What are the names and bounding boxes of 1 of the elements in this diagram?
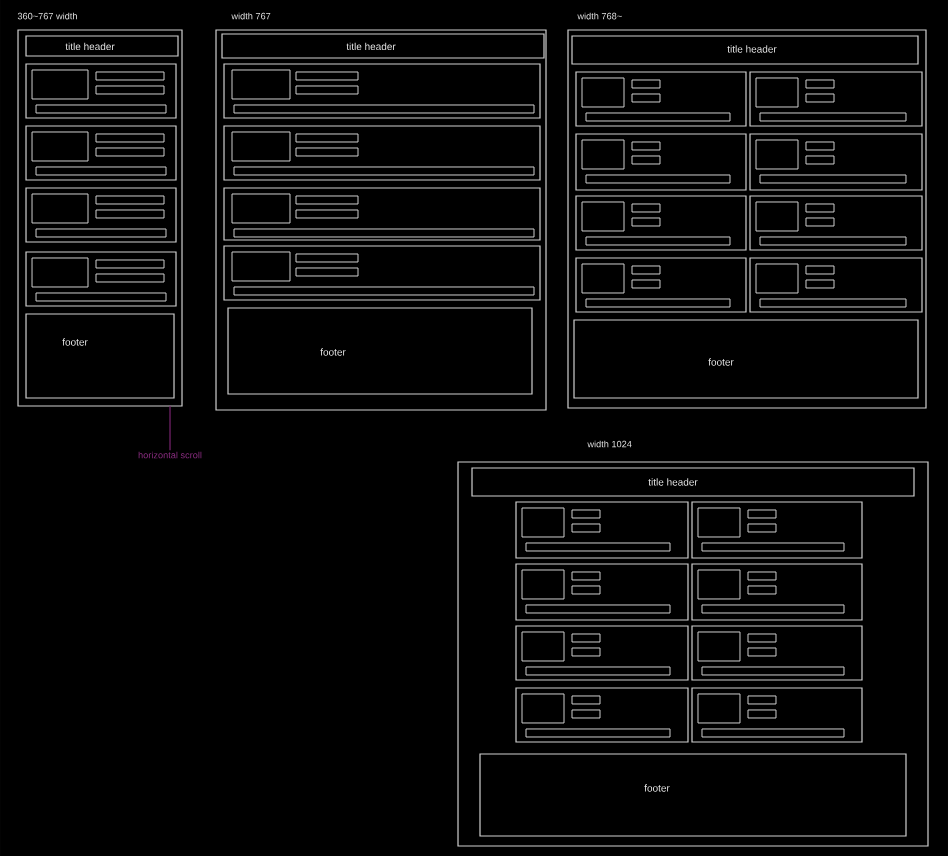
leader-line [169,405,171,451]
